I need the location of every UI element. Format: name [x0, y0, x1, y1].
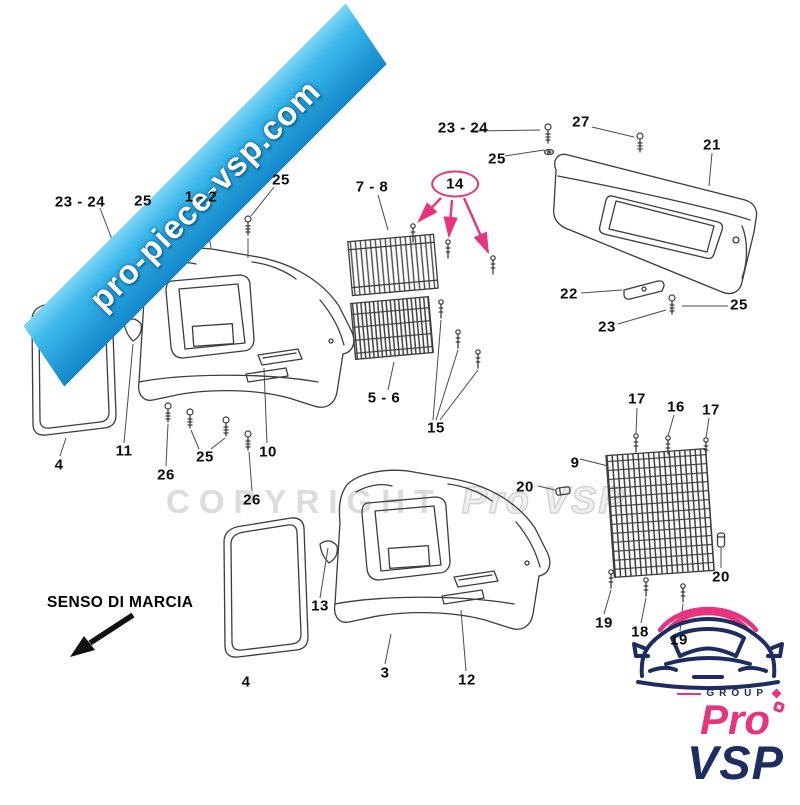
grille-5-6-drawing [350, 296, 434, 360]
front-bumper-lower-drawing [319, 469, 551, 630]
windshield-seal-lower-drawing [223, 517, 309, 658]
logo-pro-word: Pro [699, 696, 770, 744]
logo-ring-icon [772, 700, 786, 714]
rear-bumper-21-drawing [552, 153, 758, 295]
bracket-22-drawing [623, 280, 665, 300]
direction-arrow [70, 612, 135, 657]
car-logo-icon [632, 607, 784, 691]
radiator-grille-9-drawing [605, 448, 715, 578]
watermark-brand-text: Pro VSP [461, 479, 626, 522]
logo-rule-left [677, 692, 702, 696]
provsp-logo: GROUP Pro VSP [632, 584, 786, 790]
logo-hexagon-icon [771, 688, 782, 699]
highlight-arrows-14 [417, 197, 490, 255]
logo-pro-text: Pro [699, 696, 786, 744]
grille-7-8-drawing [347, 233, 439, 297]
logo-vsp-text: VSP [686, 736, 784, 790]
logo-group-text: GROUP [706, 688, 768, 700]
direction-of-travel-label: SENSO DI MARCIA [47, 594, 194, 611]
logo-group-row: GROUP [677, 688, 782, 700]
